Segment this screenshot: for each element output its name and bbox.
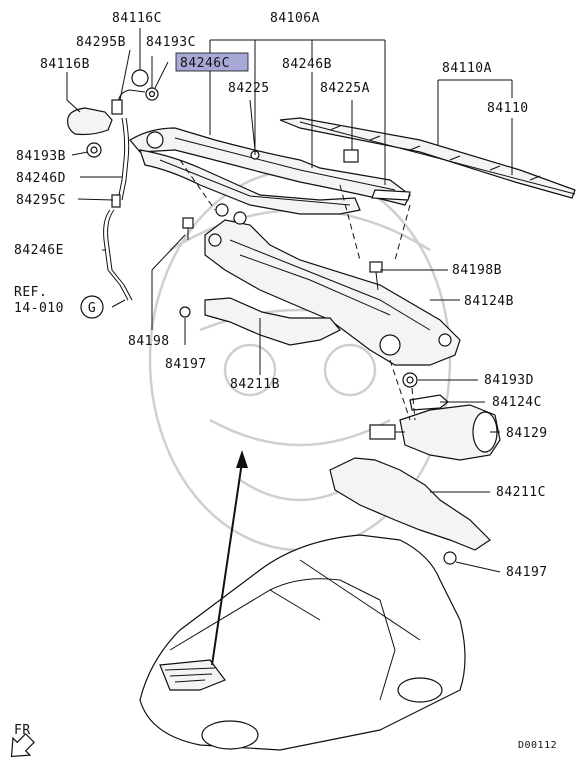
label-fr: FR (14, 723, 31, 738)
label-84295B: 84295B (76, 35, 126, 50)
label-84124C: 84124C (492, 395, 542, 410)
label-84197-right: 84197 (506, 565, 548, 580)
label-84211C: 84211C (496, 485, 546, 500)
hose-84295B (111, 89, 146, 115)
ref-circle-label: G (88, 301, 96, 316)
label-84116B: 84116B (40, 57, 90, 72)
location-arrow (211, 450, 248, 666)
wiper-blade-left-spoiler (371, 189, 411, 201)
bolt-84197-left (179, 306, 191, 318)
cover-84211B (204, 297, 341, 346)
highlight-84246C (175, 52, 249, 72)
label-84246C: 84246C (180, 56, 230, 71)
label-84110A: 84110A (442, 61, 492, 76)
nut-84193B (86, 142, 102, 158)
diagram-code: D00112 (518, 740, 557, 751)
label-84193B: 84193B (16, 149, 66, 164)
label-84225A: 84225A (320, 81, 370, 96)
label-84198B: 84198B (452, 263, 502, 278)
front-arrow-icon (10, 733, 35, 758)
label-84106A: 84106A (270, 11, 320, 26)
bolt-84197-right (443, 551, 457, 565)
label-84110: 84110 (487, 101, 529, 116)
label-84225: 84225 (228, 81, 270, 96)
wiper-arm-left (139, 149, 361, 215)
nut-84193D (402, 372, 418, 388)
label-84124B: 84124B (464, 294, 514, 309)
leader-lines (66, 28, 513, 573)
label-84246E: 84246E (14, 243, 64, 258)
bolt-84198B (369, 261, 383, 291)
label-84129: 84129 (506, 426, 548, 441)
hose-84246E (103, 209, 133, 301)
label-84211B: 84211B (230, 377, 280, 392)
crank-84124C (409, 394, 449, 411)
clip-84225A (343, 149, 359, 163)
cap-84116C (131, 69, 149, 87)
label-84193D: 84193D (484, 373, 534, 388)
connector-84295C (111, 194, 121, 208)
label-ref: REF. (14, 285, 47, 300)
assembly-guide-lines (179, 159, 416, 421)
label-84197-left: 84197 (165, 357, 207, 372)
cap-84116B (67, 107, 113, 136)
wiper-blade-right (279, 117, 576, 199)
label-84198: 84198 (128, 334, 170, 349)
label-84193C: 84193C (146, 35, 196, 50)
ref-circle-icon: G (80, 295, 104, 319)
motor-84129 (369, 404, 501, 461)
label-ref-number: 14-010 (14, 301, 64, 316)
bolt-84198 (182, 217, 194, 240)
part-labels: 84116C 84106A 84295B 84193C 84116B 84246… (14, 11, 557, 751)
label-84116C: 84116C (112, 11, 162, 26)
nut-84193C (145, 87, 159, 101)
wiper-linkage-84124B (204, 219, 461, 366)
hose-84246D (117, 117, 130, 201)
pivot-shaft-left (215, 203, 247, 225)
cover-84211C (329, 457, 491, 551)
label-84246B: 84246B (282, 57, 332, 72)
label-84246D: 84246D (16, 171, 66, 186)
label-84295C: 84295C (16, 193, 66, 208)
vehicle-outline (139, 534, 466, 751)
